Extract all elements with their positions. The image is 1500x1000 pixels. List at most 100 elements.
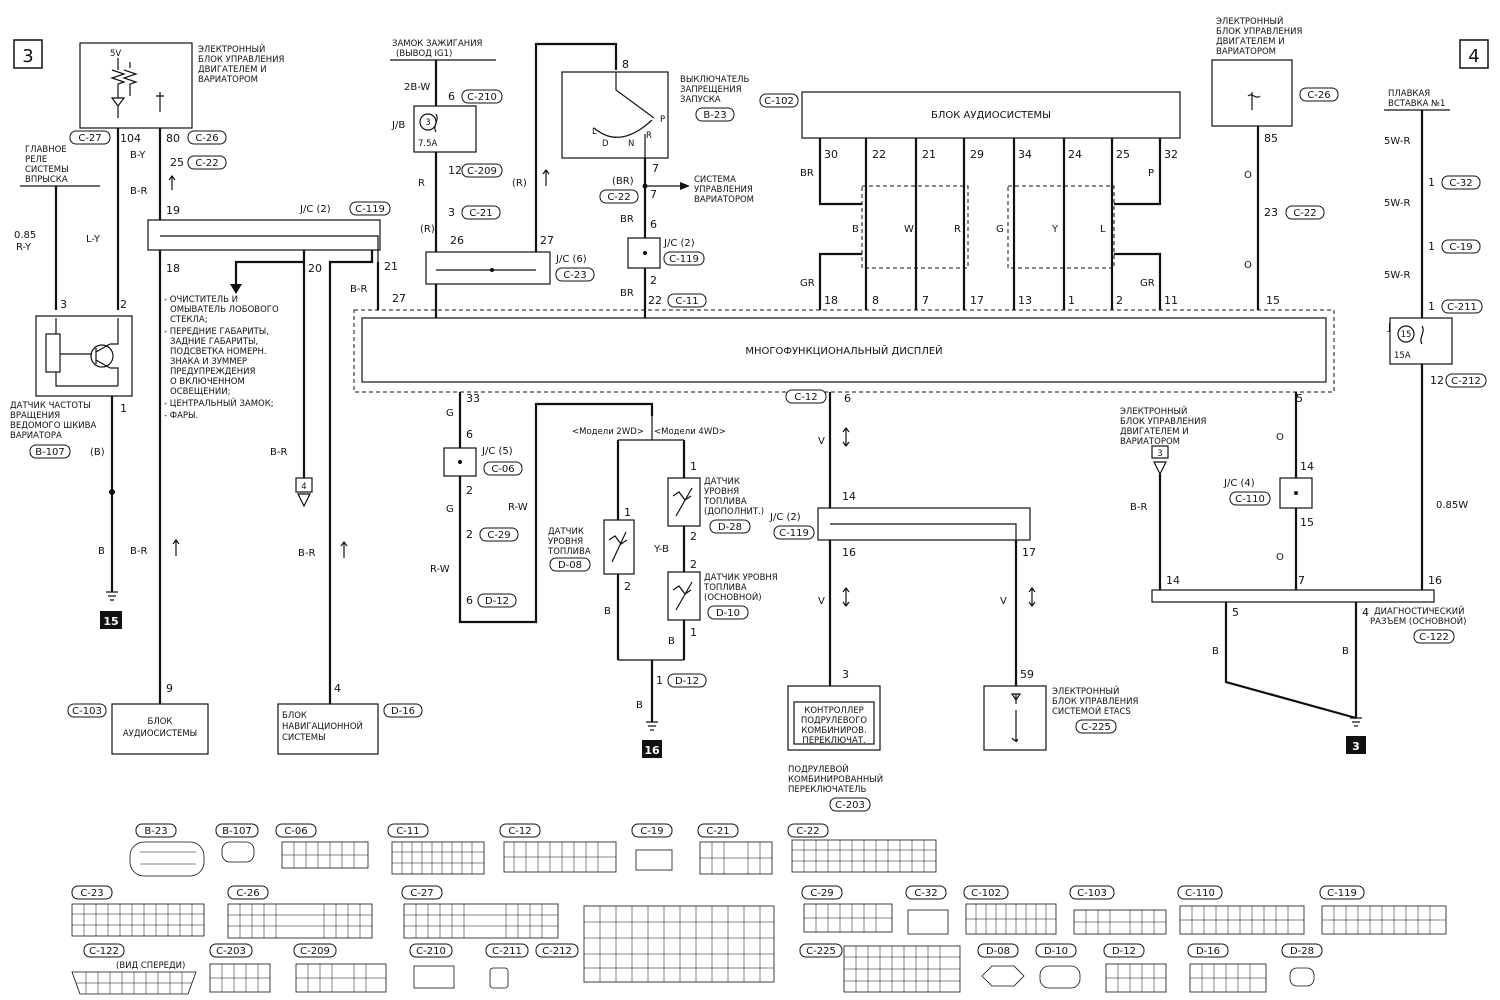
legend-c06-label: C-06 bbox=[284, 826, 307, 837]
fuel-pin-6: 6 bbox=[466, 428, 473, 441]
fusible-pin-12: 12 bbox=[1430, 374, 1444, 387]
legend-c27 bbox=[401, 885, 443, 900]
ecu-pin-104: 104 bbox=[120, 132, 141, 145]
nav-box bbox=[277, 703, 379, 755]
conn-c203 bbox=[829, 797, 871, 812]
legend-c06 bbox=[275, 823, 317, 838]
conn-c212-label: C-212 bbox=[1451, 376, 1481, 387]
audio-top-pins: 30 22 21 29 34 24 25 32 18 8 7 17 13 1 2… bbox=[824, 148, 1178, 307]
audio-pin-top-4: 29 bbox=[970, 148, 984, 161]
conn-c119-low-label: C-119 bbox=[779, 528, 809, 539]
jc2-top-label: J/C (2) bbox=[299, 204, 331, 215]
legend-c209 bbox=[293, 943, 337, 958]
inhibitor-pos-l: L bbox=[592, 127, 597, 137]
conn-b107-label: B-107 bbox=[35, 447, 65, 458]
column-switch-title-1: КОНТРОЛЛЕР bbox=[804, 706, 863, 716]
jc4-pin-15: 15 bbox=[1300, 516, 1314, 529]
legend-c103-label: C-103 bbox=[1077, 888, 1107, 899]
audio-bottom-title-1: БЛОК bbox=[148, 717, 173, 727]
ignition-title-1: ЗАМОК ЗАЖИГАНИЯ bbox=[392, 39, 483, 49]
multifunction-display bbox=[361, 317, 1327, 383]
ecu-ref-title-3: ДВИГАТЕЛЕМ И bbox=[1120, 427, 1189, 437]
conn-d10 bbox=[707, 605, 749, 620]
conn-c22-mid-label: C-22 bbox=[607, 192, 630, 203]
diag-wire-b1: B bbox=[1212, 646, 1219, 657]
audio-pin-top-1: 30 bbox=[824, 148, 838, 161]
cvt-title-1: СИСТЕМА bbox=[694, 175, 736, 185]
conn-c110 bbox=[1229, 491, 1271, 506]
legend-c211-label: C-211 bbox=[492, 946, 522, 957]
conn-c122 bbox=[1413, 629, 1455, 644]
diag-wire-b2: B bbox=[1342, 646, 1349, 657]
ecu-right-pin-85: 85 bbox=[1264, 132, 1278, 145]
jc4-wire-o1: O bbox=[1276, 432, 1284, 443]
conn-c211-label: C-211 bbox=[1447, 302, 1477, 313]
legend-c29 bbox=[801, 885, 843, 900]
audio-wire-y: Y bbox=[1051, 224, 1059, 235]
speed-sensor-wire-b: (B) bbox=[90, 447, 105, 458]
fusible-wire-2: 5W-R bbox=[1384, 198, 1410, 209]
display-pin-33: 33 bbox=[466, 392, 480, 405]
fuel-2wd-wire-b: B bbox=[604, 606, 611, 617]
inhibitor-title-1: ВЫКЛЮЧАТЕЛЬ bbox=[680, 75, 750, 85]
jc2-mid-label: J/C (2) bbox=[663, 238, 695, 249]
nav-pin-4: 4 bbox=[334, 682, 341, 695]
ecu-top-left-title-4: ВАРИАТОРОМ bbox=[198, 75, 258, 85]
wire-27-left: 27 bbox=[392, 292, 406, 305]
audio-pin-bot-6: 1 bbox=[1068, 294, 1075, 307]
legend-c209-label: C-209 bbox=[300, 946, 330, 957]
legend-d10 bbox=[1035, 943, 1077, 958]
conn-d16-label: D-16 bbox=[391, 706, 415, 717]
fuel-pin-2a: 2 bbox=[466, 484, 473, 497]
fuel-2wd-title-3: ТОПЛИВА bbox=[547, 547, 591, 557]
wire-b-left: B bbox=[98, 546, 105, 557]
fusible-wire-4: 0.85W bbox=[1436, 500, 1468, 511]
diag-title-2: РАЗЪЕМ (ОСНОВНОЙ) bbox=[1370, 615, 1466, 627]
consumers-note-10: ОСВЕЩЕНИИ; bbox=[170, 387, 230, 397]
legend-b23 bbox=[135, 823, 177, 838]
fuel-pin-6b: 6 bbox=[466, 594, 473, 607]
wire-br-1: B-R bbox=[130, 186, 147, 197]
audio-pin-bot-7: 2 bbox=[1116, 294, 1123, 307]
fuel-sub-wire-yb: Y-B bbox=[653, 544, 669, 555]
fuel-2wd-pin-2: 2 bbox=[624, 580, 631, 593]
legend-d12 bbox=[1103, 943, 1145, 958]
legend-c110 bbox=[1177, 885, 1223, 900]
audio-bottom-pin-9: 9 bbox=[166, 682, 173, 695]
legend-c32 bbox=[905, 885, 947, 900]
audio-wire-br: BR bbox=[800, 168, 814, 179]
conn-c119-mid bbox=[663, 251, 705, 266]
wire-br-jc2: B-R bbox=[350, 284, 367, 295]
legend-c203-label: C-203 bbox=[216, 946, 246, 957]
conn-c29-label: C-29 bbox=[487, 530, 510, 541]
jc2-low-wire-v3: V bbox=[1000, 596, 1007, 607]
audio-pin-top-8: 32 bbox=[1164, 148, 1178, 161]
legend-c29-label: C-29 bbox=[810, 888, 833, 899]
diag-pin-4: 4 bbox=[1362, 606, 1369, 619]
wire-by: B-Y bbox=[130, 150, 146, 161]
jc2-top-pin-21: 21 bbox=[384, 260, 398, 273]
conn-c29 bbox=[479, 527, 519, 542]
jc4-pin-14: 14 bbox=[1300, 460, 1314, 473]
ground-15: 15 bbox=[103, 615, 118, 628]
fuel-sub-title-4: (ДОПОЛНИТ.) bbox=[704, 507, 764, 517]
conn-c22-right-label: C-22 bbox=[1293, 208, 1316, 219]
legend-c103 bbox=[1069, 885, 1115, 900]
conn-c23-label: C-23 bbox=[563, 270, 586, 281]
legend-c22-label: C-22 bbox=[796, 826, 819, 837]
ignition-title-2: (ВЫВОД IG1) bbox=[396, 49, 452, 59]
jc5 bbox=[443, 447, 477, 477]
legend-d12-label: D-12 bbox=[1112, 946, 1136, 957]
fusible-title-1: ПЛАВКАЯ bbox=[1388, 89, 1430, 99]
ecu-right-pin-23: 23 bbox=[1264, 206, 1278, 219]
conn-c27 bbox=[69, 130, 111, 145]
column-switch-caption-3: ПЕРЕКЛЮЧАТЕЛЬ bbox=[788, 785, 866, 795]
legend-d28-label: D-28 bbox=[1290, 946, 1314, 957]
conn-c12-label: C-12 bbox=[794, 392, 817, 403]
audio-wire-gr1: GR bbox=[800, 278, 815, 289]
audio-wire-b: B bbox=[852, 224, 859, 235]
conn-d08-label: D-08 bbox=[558, 560, 582, 571]
fuel-wire-rw1: R-W bbox=[508, 502, 528, 513]
fuel-main-pin-2: 2 bbox=[690, 558, 697, 571]
etacs-title-2: БЛОК УПРАВЛЕНИЯ bbox=[1052, 697, 1139, 707]
